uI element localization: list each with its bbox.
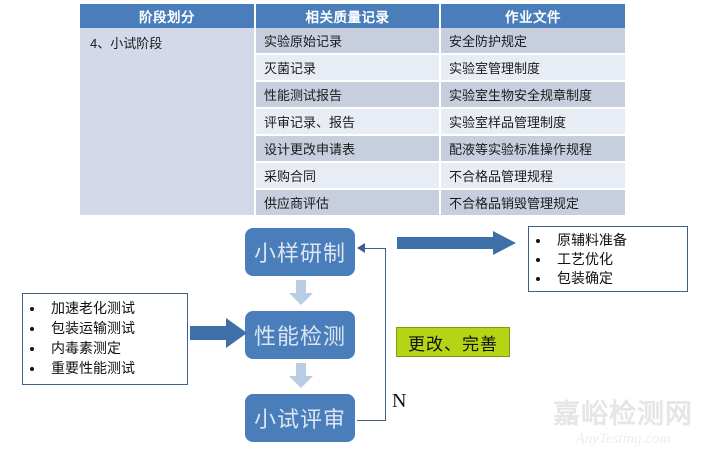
modify-improve-note: 更改、完善	[396, 327, 510, 357]
right-arrow-icon	[397, 231, 517, 255]
right-arrow-icon	[190, 317, 248, 349]
cell-work-document: 实验室样品管理制度	[439, 108, 625, 136]
feedback-arrowhead-icon	[357, 243, 365, 253]
flow-node-label: 小样研制	[253, 242, 346, 267]
feedback-line-top	[363, 248, 386, 249]
column-header-quality-record: 相关质量记录	[254, 4, 441, 28]
down-arrow-icon	[288, 363, 314, 389]
list-item: 包装运输测试	[45, 319, 181, 339]
cell-quality-record: 设计更改申请表	[254, 135, 441, 163]
flow-node-label: 小试评审	[253, 408, 346, 433]
cell-quality-record: 实验原始记录	[254, 28, 441, 55]
cell-work-document: 安全防护规定	[439, 28, 625, 55]
watermark-en: AnyTesting.com	[575, 431, 671, 447]
flow-node-performance-test[interactable]: 性能检测	[245, 311, 355, 359]
modify-improve-label: 更改、完善	[408, 334, 498, 355]
cell-work-document: 实验室生物安全规章制度	[439, 81, 625, 109]
cell-quality-record: 供应商评估	[254, 189, 441, 215]
list-item: 加速老化测试	[45, 299, 181, 319]
cell-work-document: 配液等实验标准操作规程	[439, 135, 625, 163]
left-test-list: 加速老化测试 包装运输测试 内毒素测定 重要性能测试	[22, 293, 188, 385]
column-header-work-document: 作业文件	[439, 4, 625, 28]
list-item: 工艺优化	[551, 251, 681, 270]
cell-quality-record: 采购合同	[254, 162, 441, 190]
list-item: 原辅料准备	[551, 232, 681, 251]
list-item: 内毒素测定	[45, 339, 181, 359]
table-row: 性能测试报告 实验室生物安全规章制度	[80, 81, 625, 109]
watermark: 嘉峪检测网 AnyTesting.com	[548, 400, 698, 448]
cell-quality-record: 评审记录、报告	[254, 108, 441, 136]
flow-node-sample-development[interactable]: 小样研制	[245, 228, 355, 276]
feedback-line-bottom	[357, 420, 386, 421]
list-item: 重要性能测试	[45, 359, 181, 379]
branch-label-n: N	[392, 390, 407, 412]
cell-work-document: 不合格品管理规程	[439, 162, 625, 190]
stage-cell: 4、小试阶段	[80, 28, 256, 215]
table-row: 4、小试阶段 实验原始记录 安全防护规定	[80, 28, 625, 215]
table-row: 采购合同 不合格品管理规程	[80, 162, 625, 190]
feedback-line-vertical	[385, 248, 386, 421]
column-header-stage: 阶段划分	[80, 4, 256, 28]
quality-records-table: 阶段划分 相关质量记录 作业文件 4、小试阶段 实验原始记录 安全防护规定 灭菌…	[80, 4, 625, 215]
cell-quality-record: 灭菌记录	[254, 54, 441, 82]
cell-work-document: 不合格品销毁管理规定	[439, 189, 625, 215]
down-arrow-icon	[288, 280, 314, 306]
cell-quality-record: 性能测试报告	[254, 81, 441, 109]
flow-node-pilot-review[interactable]: 小试评审	[245, 394, 355, 442]
watermark-cn: 嘉峪检测网	[553, 399, 693, 430]
table-row: 供应商评估 不合格品销毁管理规定	[80, 189, 625, 215]
table-row: 灭菌记录 实验室管理制度	[80, 54, 625, 82]
table-header-row: 阶段划分 相关质量记录 作业文件	[80, 4, 625, 28]
list-item: 包装确定	[551, 270, 681, 289]
cell-work-document: 实验室管理制度	[439, 54, 625, 82]
flow-node-label: 性能检测	[253, 325, 346, 350]
table-row: 设计更改申请表 配液等实验标准操作规程	[80, 135, 625, 163]
right-preparation-list: 原辅料准备 工艺优化 包装确定	[528, 226, 688, 292]
table-row: 评审记录、报告 实验室样品管理制度	[80, 108, 625, 136]
